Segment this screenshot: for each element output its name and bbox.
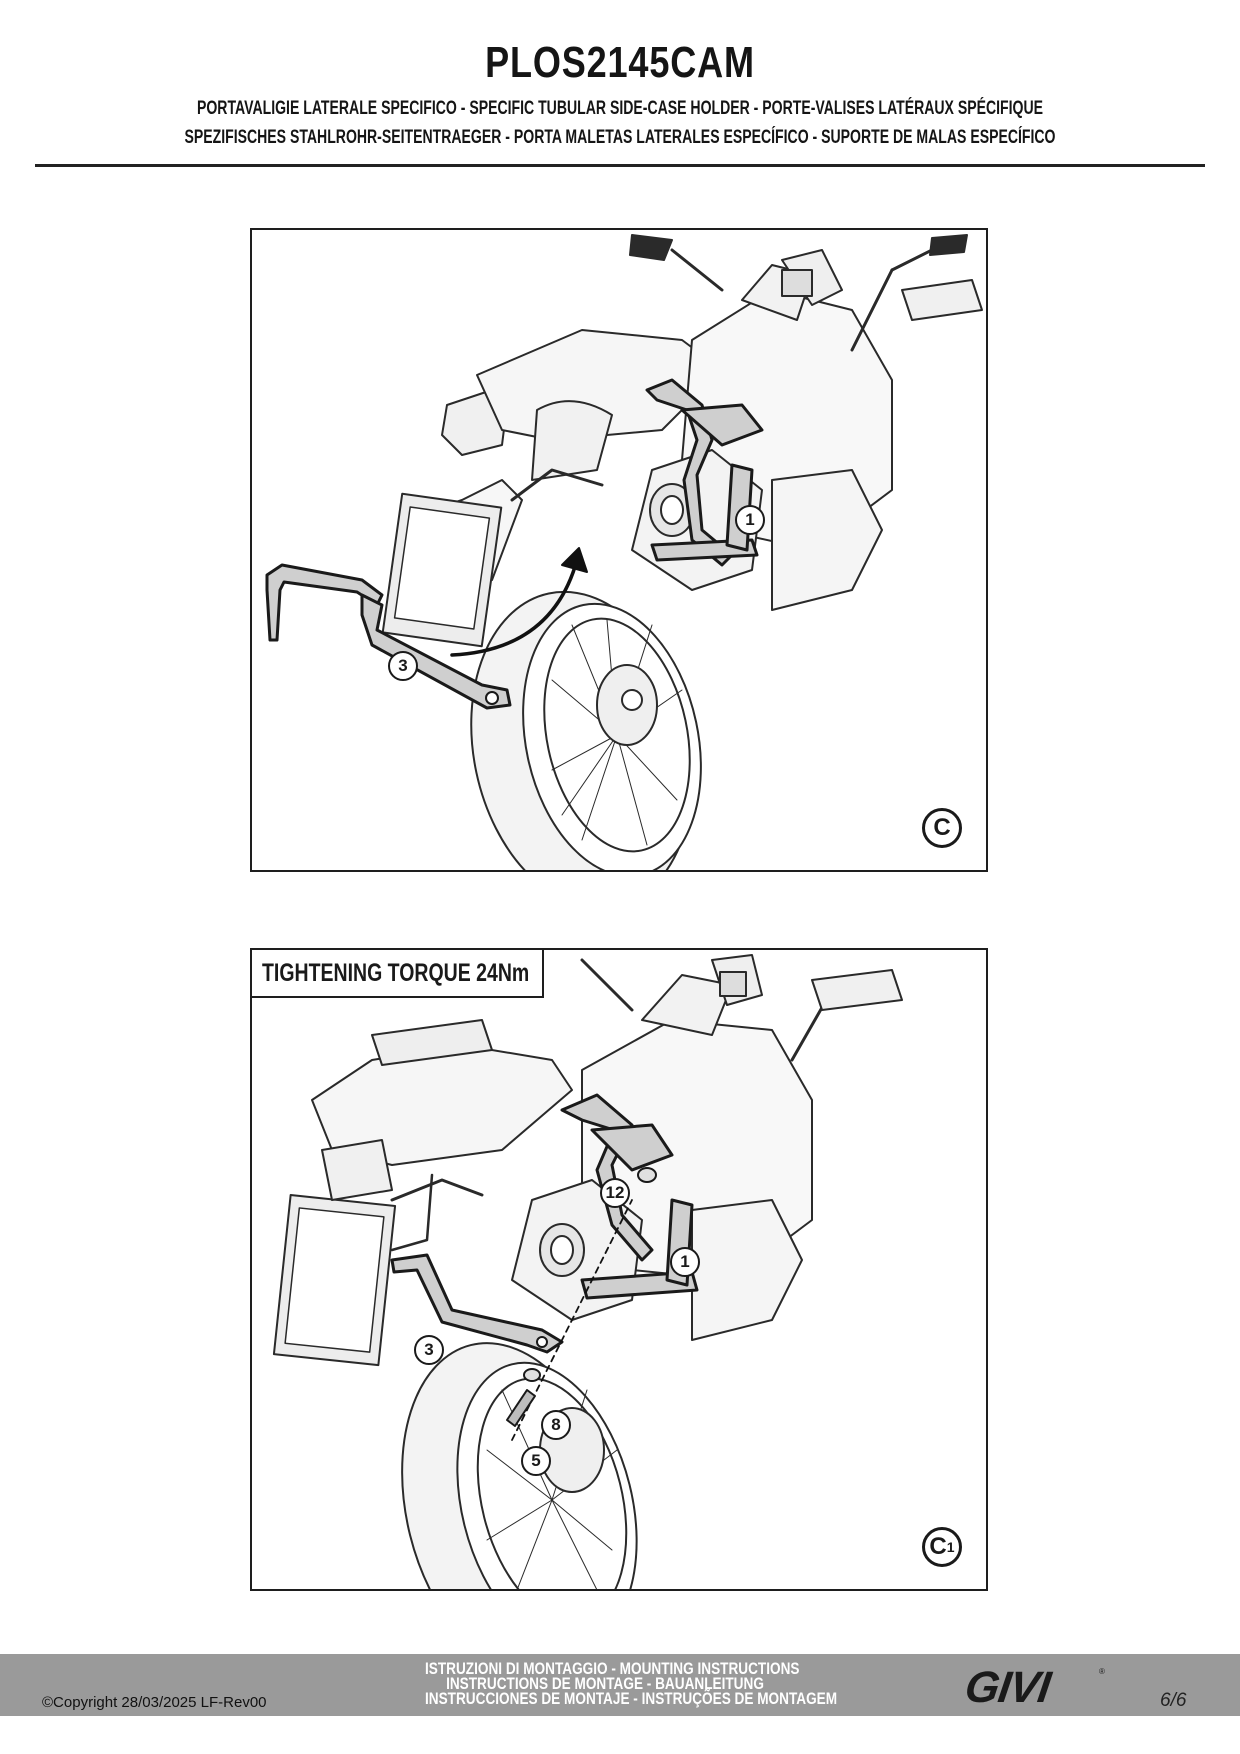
instruction-panel-c1: TIGHTENING TORQUE 24Nm (250, 948, 988, 1591)
motorcycle-illustration-c1 (272, 954, 903, 1589)
copyright-text: ©Copyright 28/03/2025 LF-Rev00 (42, 1694, 267, 1711)
step-label-c: C (922, 808, 962, 848)
givi-logo: GIVI ® (965, 1663, 1105, 1708)
step-subscript: 1 (946, 1539, 955, 1555)
callout-part-1: 1 (670, 1247, 700, 1277)
instructions-title-line-1: ISTRUZIONI DI MONTAGGIO - MOUNTING INSTR… (425, 1659, 800, 1678)
header-divider (35, 164, 1205, 167)
instructions-title-line-2: INSTRUCTIONS DE MONTAGE - BAUANLEITUNG (446, 1674, 764, 1693)
motorcycle-illustration-c (265, 234, 983, 870)
step-letter: C (929, 1533, 947, 1560)
page-number: 6/6 (1160, 1690, 1187, 1711)
instructions-title-line-3: INSTRUCCIONES DE MONTAJE - INSTRUÇÕES DE… (425, 1689, 838, 1708)
document-header: PLOS2145CAM PORTAVALIGIE LATERALE SPECIF… (0, 0, 1240, 170)
step-letter: C (933, 814, 951, 841)
callout-part-1: 1 (735, 505, 765, 535)
product-code-title: PLOS2145CAM (485, 38, 755, 87)
tightening-torque-label: TIGHTENING TORQUE 24Nm (262, 958, 530, 987)
callout-part-8: 8 (541, 1410, 571, 1440)
logo-text: GIVI (965, 1663, 1056, 1708)
svg-text:®: ® (1099, 1667, 1105, 1676)
instruction-panel-c: 1 3 C (250, 228, 988, 872)
callout-part-3: 3 (414, 1335, 444, 1365)
callout-part-5: 5 (521, 1446, 551, 1476)
callout-part-3: 3 (388, 651, 418, 681)
torque-label-box: TIGHTENING TORQUE 24Nm (252, 950, 544, 998)
footer-bar (0, 1654, 1240, 1716)
product-description-line-2: SPEZIFISCHES STAHLROHR-SEITENTRAEGER - P… (184, 127, 1056, 148)
callout-part-12: 12 (600, 1178, 630, 1208)
product-description-line-1: PORTAVALIGIE LATERALE SPECIFICO - SPECIF… (196, 98, 1043, 119)
